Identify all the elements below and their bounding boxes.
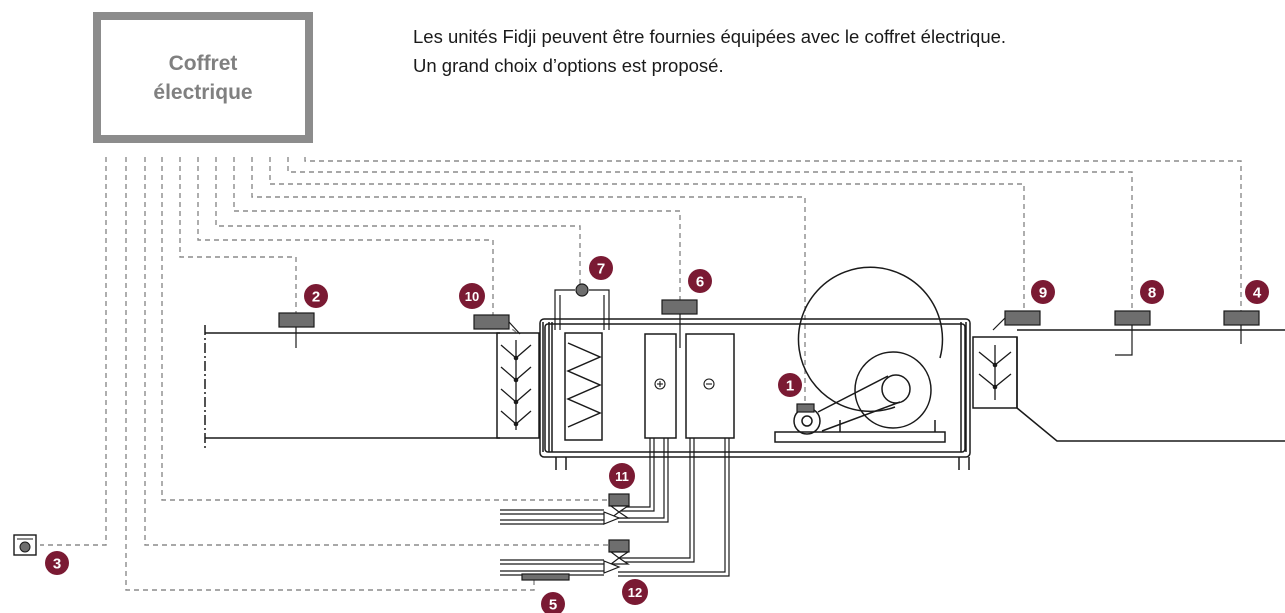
sensor-4 xyxy=(1223,310,1260,326)
valves xyxy=(603,505,630,574)
badge-7: 7 xyxy=(589,256,613,280)
thermostat-icon xyxy=(13,534,37,556)
badge-10: 10 xyxy=(459,283,485,309)
description-line1: Les unités Fidji peuvent être fournies é… xyxy=(413,26,1007,47)
sensor-5 xyxy=(521,573,570,581)
description-line2: Un grand choix d’options est proposé. xyxy=(413,55,724,76)
badge-11: 11 xyxy=(609,463,635,489)
wire-12 xyxy=(144,157,608,546)
sensors xyxy=(278,283,1260,581)
wire-5 xyxy=(125,157,535,591)
wire-7 xyxy=(215,157,581,287)
sensor-2 xyxy=(278,312,315,328)
control-wires xyxy=(40,157,1242,591)
unit-casing xyxy=(539,318,971,458)
electrical-box-label-line2: électrique xyxy=(153,80,253,104)
damper-blades xyxy=(500,340,1012,430)
badge-2: 2 xyxy=(304,284,328,308)
badge-9: 9 xyxy=(1031,280,1055,304)
badges: 1 2 3 4 5 6 7 8 9 10 11 12 xyxy=(45,256,1269,613)
wire-1 xyxy=(251,157,806,406)
sensor-12 xyxy=(608,539,630,553)
cooling-coil xyxy=(685,333,735,439)
badge-4: 4 xyxy=(1245,280,1269,304)
badge-12: 12 xyxy=(622,579,648,605)
coil-symbols xyxy=(654,378,715,390)
svg-text:9: 9 xyxy=(1039,285,1047,302)
wire-11 xyxy=(161,157,608,501)
svg-text:10: 10 xyxy=(465,289,479,304)
plus-icon xyxy=(654,378,666,390)
heating-coil xyxy=(644,333,677,439)
valve-12-lower xyxy=(603,560,621,574)
sensor-1 xyxy=(796,403,815,413)
valve-11-lower xyxy=(603,511,621,525)
svg-text:4: 4 xyxy=(1253,285,1262,302)
svg-text:2: 2 xyxy=(312,289,320,306)
electrical-box: Coffret électrique xyxy=(93,12,313,143)
badge-3: 3 xyxy=(45,551,69,575)
badge-8: 8 xyxy=(1140,280,1164,304)
wire-9 xyxy=(269,157,1025,311)
sensor-11 xyxy=(608,493,630,507)
svg-text:7: 7 xyxy=(597,261,605,278)
sensor-8 xyxy=(1114,310,1151,326)
svg-text:1: 1 xyxy=(786,378,794,395)
water-pipes xyxy=(500,438,730,577)
minus-icon xyxy=(703,378,715,390)
electrical-box-label-line1: Coffret xyxy=(168,51,238,75)
wire-8 xyxy=(287,157,1133,311)
sensor-9 xyxy=(1004,310,1041,326)
badge-6: 6 xyxy=(688,269,712,293)
svg-text:5: 5 xyxy=(549,597,557,613)
wire-4 xyxy=(304,157,1242,311)
svg-text:6: 6 xyxy=(696,274,704,291)
antifreeze-thermostat xyxy=(554,283,610,330)
svg-text:8: 8 xyxy=(1148,285,1156,302)
filter xyxy=(564,332,603,441)
description: Les unités Fidji peuvent être fournies é… xyxy=(413,22,1006,80)
wire-3 xyxy=(40,157,107,546)
wire-2 xyxy=(179,157,297,313)
badge-1: 1 xyxy=(778,373,802,397)
duct-and-unit xyxy=(204,266,1285,577)
svg-text:3: 3 xyxy=(53,556,61,573)
wire-6 xyxy=(233,157,681,300)
svg-text:11: 11 xyxy=(615,469,629,484)
badge-5: 5 xyxy=(541,592,565,613)
fan xyxy=(774,266,946,443)
sensor-6 xyxy=(661,299,698,315)
valve-12-upper xyxy=(609,551,630,565)
svg-text:12: 12 xyxy=(628,585,642,600)
sensor-10 xyxy=(473,314,510,330)
inlet-damper xyxy=(496,332,540,439)
